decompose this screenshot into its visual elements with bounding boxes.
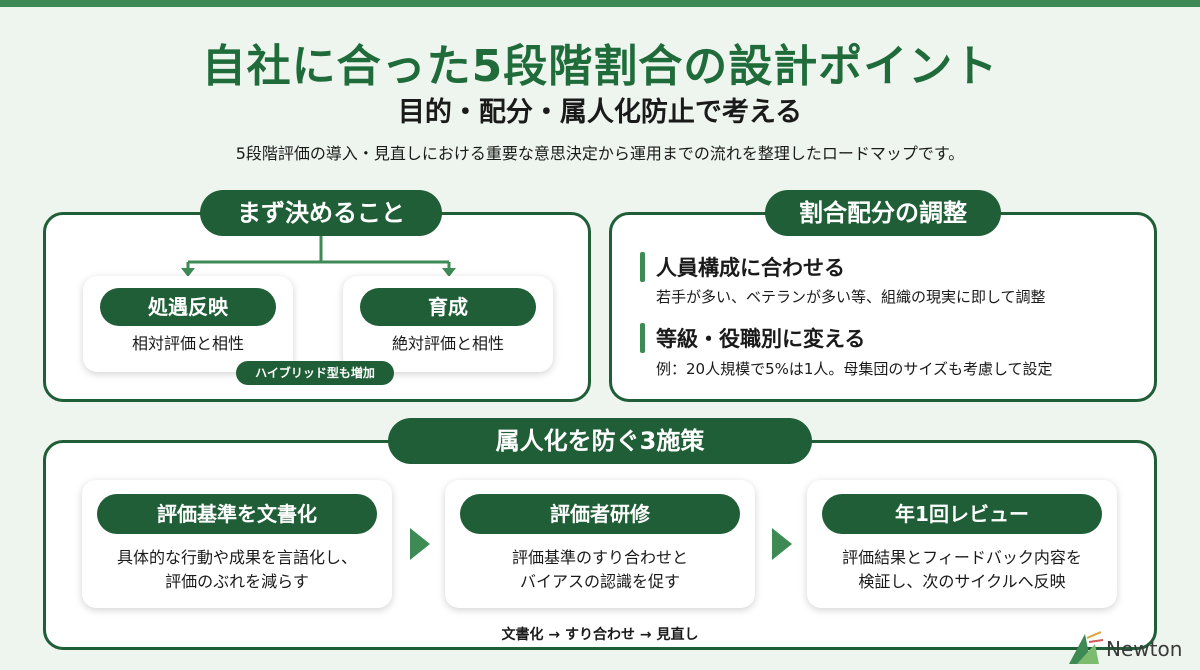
newton-logo-icon (1069, 631, 1104, 664)
measure-card-training-line1: 評価基準のすり合わせと (511, 548, 688, 567)
measure-card-documentation-line1: 具体的な行動や成果を言語化し、 (116, 548, 357, 567)
lead-text: 5段階評価の導入・見直しにおける重要な意思決定から運用までの流れを整理したロード… (235, 144, 965, 163)
allocation-heading: 割合配分の調整 (765, 190, 1001, 236)
measure-card-training-line2: バイアスの認識を促す (519, 572, 680, 591)
brand-name: Newton (1106, 637, 1183, 661)
allocation-item-2-title: 等級・役職別に変える (656, 327, 866, 351)
measure-card-review-label: 年1回レビュー (822, 494, 1102, 534)
decide-card-treatment-text: 相対評価と相性 (131, 334, 244, 353)
decide-heading: まず決めること (200, 190, 442, 236)
allocation-item-1-desc: 若手が多い、ベテランが多い等、組織の現実に即して調整 (656, 288, 1046, 306)
measures-flow-caption: 文書化 → すり合わせ → 見直し (501, 627, 699, 643)
measure-card-documentation-label: 評価基準を文書化 (97, 494, 377, 534)
measures-heading: 属人化を防ぐ3施策 (388, 418, 812, 464)
allocation-item-1-bar (640, 252, 645, 282)
hybrid-badge: ハイブリッド型も増加 (236, 361, 394, 385)
measures-arrow-1 (410, 528, 430, 560)
decide-card-development-text: 絶対評価と相性 (391, 334, 504, 353)
allocation-item-1-title: 人員構成に合わせる (656, 256, 845, 280)
page-subtitle: 目的・配分・属人化防止で考える (397, 97, 803, 128)
allocation-item-2-bar (640, 323, 645, 353)
top-accent-bar (0, 0, 1200, 7)
measure-card-training-label: 評価者研修 (460, 494, 740, 534)
page-title: 自社に合った5段階割合の設計ポイント (201, 41, 999, 92)
measure-card-review-line2: 検証し、次のサイクルへ反映 (858, 572, 1066, 591)
measure-card-documentation-line2: 評価のぶれを減らす (165, 572, 309, 591)
measures-arrow-2 (772, 528, 792, 560)
decide-card-treatment-label: 処遇反映 (100, 288, 276, 326)
measure-card-review-line1: 評価結果とフィードバック内容を (842, 548, 1082, 567)
allocation-item-2-desc: 例：20人規模で5%は1人。母集団のサイズも考慮して設定 (656, 360, 1053, 378)
decide-card-development-label: 育成 (360, 288, 536, 326)
